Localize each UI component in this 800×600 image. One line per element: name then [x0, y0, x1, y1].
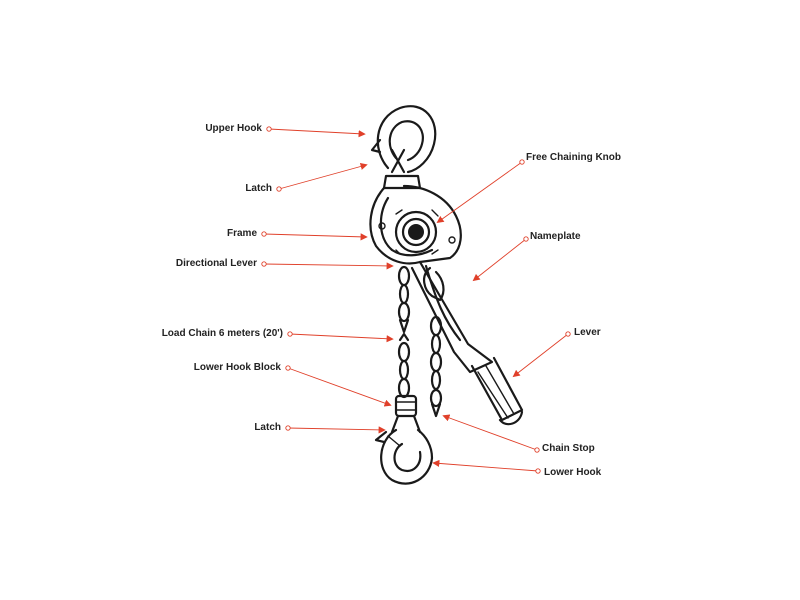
- leader-free-chaining-knob: [436, 161, 523, 224]
- leader-lower-hook-block: [287, 367, 392, 407]
- label-nameplate: Nameplate: [530, 231, 581, 242]
- leader-nameplate: [472, 238, 527, 282]
- label-lower-hook-block: Lower Hook Block: [193, 362, 281, 373]
- lower-hook-block-drawing: [390, 394, 422, 434]
- label-upper-hook: Upper Hook: [205, 123, 262, 134]
- lever-drawing: [410, 260, 524, 426]
- leader-dot-lever: [565, 331, 571, 337]
- lever-chain-drawing: [429, 315, 443, 418]
- leader-dot-chain-stop: [534, 447, 540, 453]
- leader-dot-latch-top: [276, 186, 282, 192]
- leader-dot-directional-lever: [261, 261, 267, 267]
- leader-latch-bottom: [287, 426, 386, 434]
- label-lever: Lever: [574, 327, 601, 338]
- leader-dot-latch-bottom: [285, 425, 291, 431]
- leader-frame: [263, 233, 368, 241]
- frame-drawing: [369, 184, 462, 265]
- leader-directional-lever: [263, 262, 394, 270]
- leader-load-chain: [289, 333, 394, 343]
- leader-dot-load-chain: [287, 331, 293, 337]
- leader-dot-lower-hook: [535, 468, 541, 474]
- leader-dot-nameplate: [523, 236, 529, 242]
- leader-dot-lower-hook-block: [285, 365, 291, 371]
- leader-lower-hook: [432, 459, 539, 472]
- leader-chain-stop: [442, 414, 538, 451]
- label-lower-hook: Lower Hook: [544, 467, 602, 478]
- label-directional-lever: Directional Lever: [175, 258, 257, 269]
- leader-dot-free-chaining-knob: [519, 159, 525, 165]
- leader-upper-hook: [268, 128, 366, 138]
- label-latch-top: Latch: [245, 183, 272, 194]
- lower-hook-drawing: [374, 428, 434, 485]
- leader-lever: [512, 333, 569, 378]
- leader-dot-upper-hook: [266, 126, 272, 132]
- label-load-chain: Load Chain 6 meters (20'): [161, 328, 283, 339]
- slack-chain-drawing: [397, 265, 411, 334]
- label-chain-stop: Chain Stop: [542, 443, 595, 454]
- leader-latch-top: [278, 162, 368, 190]
- label-frame: Frame: [226, 228, 257, 239]
- label-latch-bottom: Latch: [254, 422, 281, 433]
- label-free-chaining-knob: Free Chaining Knob: [526, 152, 621, 163]
- leader-dot-frame: [261, 231, 267, 237]
